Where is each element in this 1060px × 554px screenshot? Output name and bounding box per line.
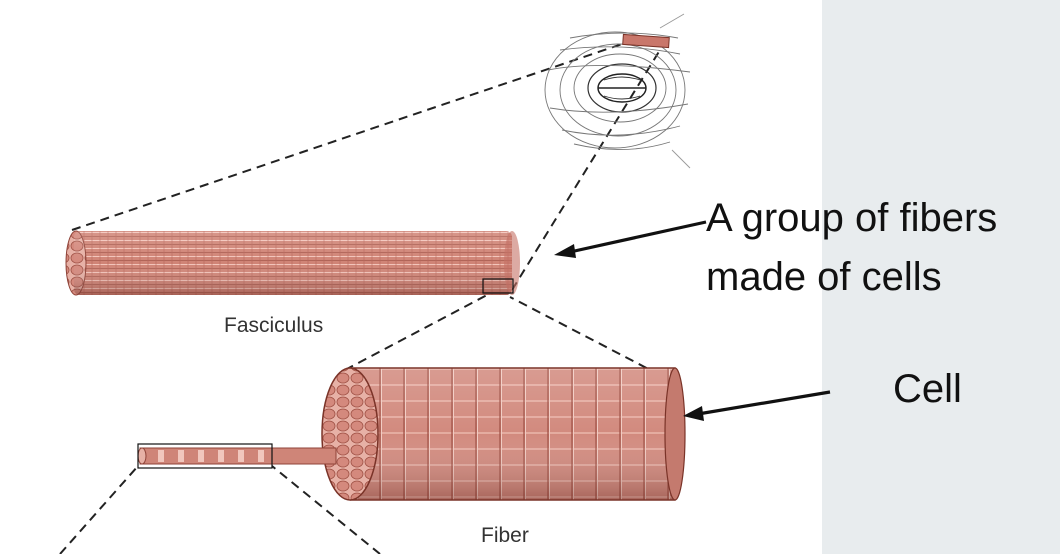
muscle-sketch (544, 13, 691, 169)
connector-lines (59, 41, 661, 554)
fiber-cylinder (321, 367, 686, 501)
side-panel (822, 0, 1060, 554)
fasciculus-label: Fasciculus (224, 314, 324, 337)
myofibril (137, 443, 337, 469)
group-annotation-line2: made of cells (706, 255, 942, 299)
fiber-label: Fiber (481, 524, 529, 547)
fasciculus-bundle (65, 230, 520, 296)
cell-annotation: Cell (893, 367, 962, 411)
muscle-highlight (622, 33, 670, 49)
annotation-arrows (554, 220, 831, 421)
group-annotation-line1: A group of fibers (706, 196, 998, 240)
